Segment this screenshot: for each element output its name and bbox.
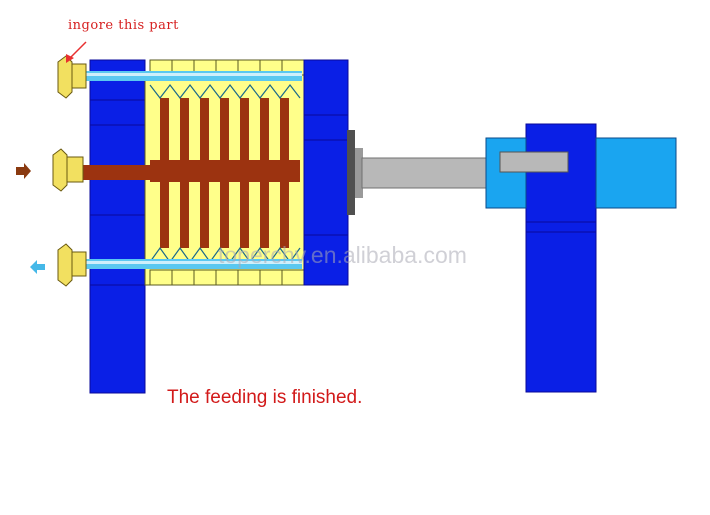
- filter-cakes: [150, 98, 300, 248]
- piston-rod: [361, 157, 490, 189]
- press-block: [347, 130, 355, 215]
- pointer-arrow-icon: [66, 41, 87, 63]
- caption: The feeding is finished.: [167, 387, 363, 408]
- arrow-left-icon: [30, 260, 45, 274]
- fitting-bottom: [57, 243, 87, 287]
- watermark: toperchv.en.alibaba.com: [218, 242, 467, 268]
- filter-cloth-bottom: [149, 246, 301, 264]
- head-frame-leg: [89, 59, 146, 394]
- annotation-note: ingore this part: [68, 18, 179, 33]
- fitting-top: [57, 55, 87, 99]
- arrow-right-icon: [16, 163, 31, 179]
- fitting-middle: [52, 148, 84, 192]
- filter-cloth-top: [149, 84, 301, 99]
- plate-heads-bottom: [149, 269, 305, 286]
